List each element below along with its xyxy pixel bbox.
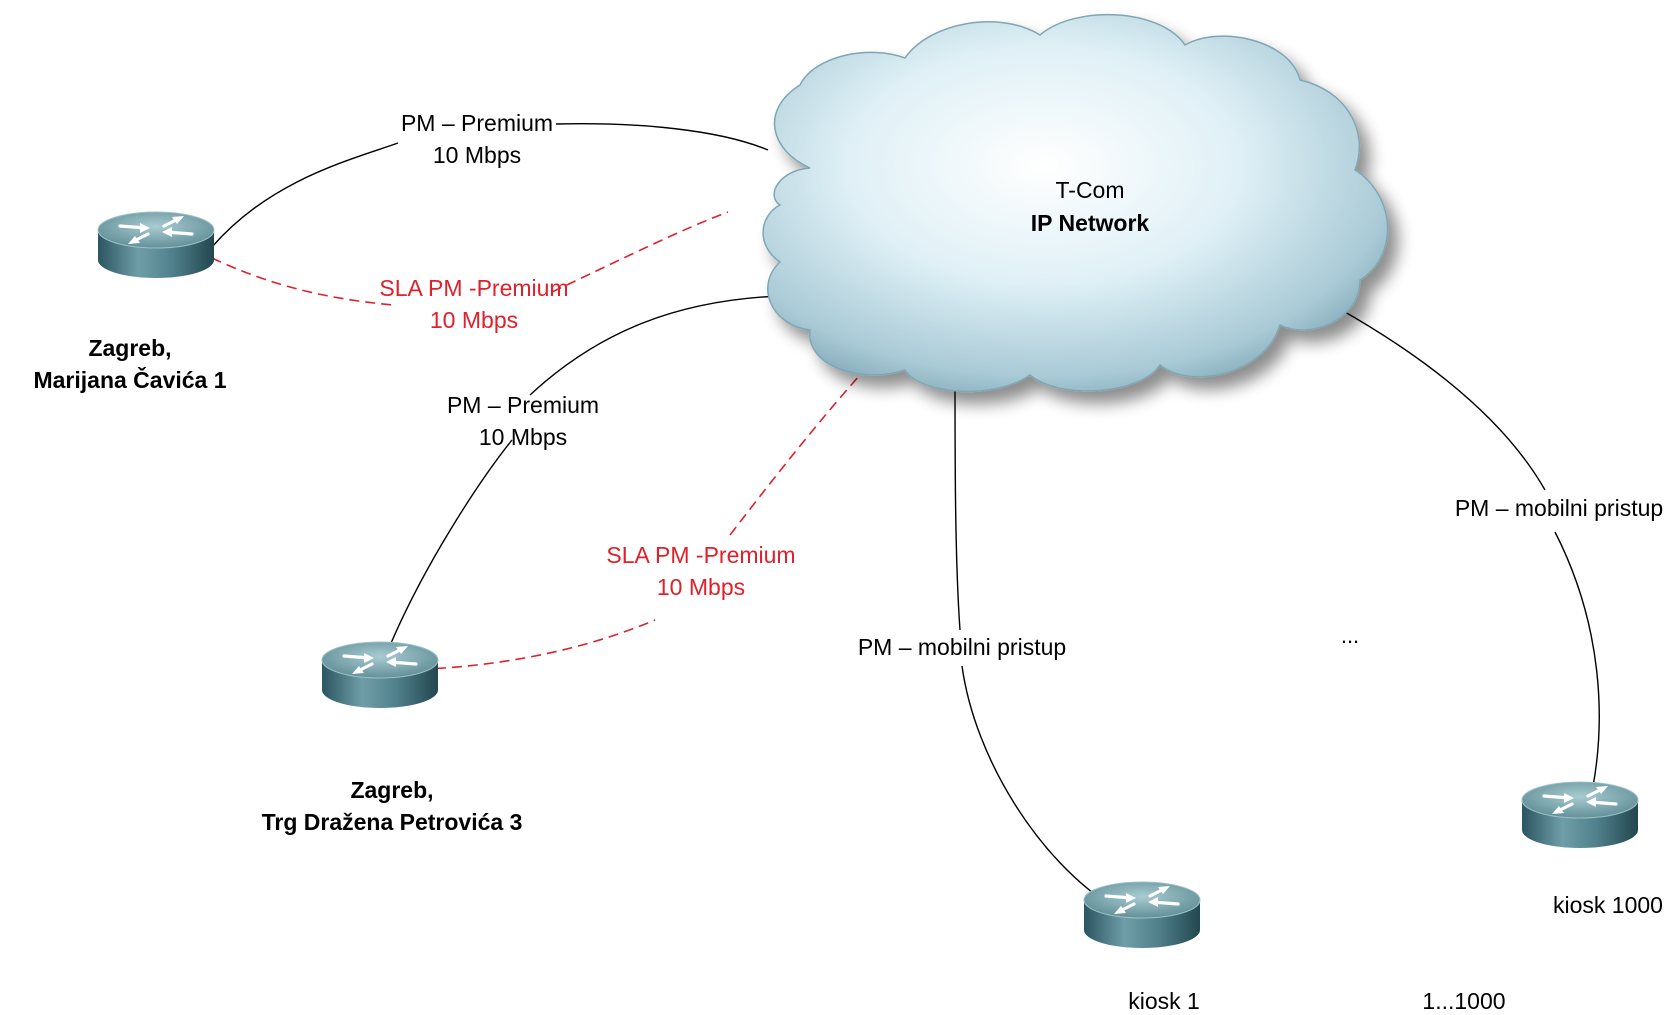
link-premium-site2 <box>383 295 781 661</box>
link-label-sla1-speed: 10 Mbps <box>430 307 518 333</box>
kiosk1-label: kiosk 1 <box>1128 988 1200 1014</box>
cloud-icon <box>762 13 1389 393</box>
router-icon-kiosk1000 <box>1520 780 1640 850</box>
link-label-sla2-speed: 10 Mbps <box>657 574 745 600</box>
links <box>211 123 1600 906</box>
site2-city: Zagreb, <box>350 777 433 803</box>
network-type: IP Network <box>1031 210 1150 236</box>
site2-address: Trg Dražena Petrovića 3 <box>262 809 523 835</box>
link-label-premium2-speed: 10 Mbps <box>479 424 567 450</box>
router-icon-site2 <box>320 640 440 710</box>
link-label-mobile-kiosk1: PM – mobilni pristup <box>858 634 1066 660</box>
site1-address: Marijana Čavića 1 <box>33 366 226 393</box>
router-icon-site1 <box>96 210 216 280</box>
link-label-sla2-name: SLA PM -Premium <box>606 542 795 568</box>
kiosk-range-label: 1...1000 <box>1422 988 1505 1014</box>
link-premium-site1 <box>211 123 769 248</box>
network-name: T-Com <box>1056 177 1125 203</box>
link-mobile-kiosk1000 <box>1337 307 1600 811</box>
kiosk1000-label: kiosk 1000 <box>1553 892 1663 918</box>
site1-city: Zagreb, <box>88 335 171 361</box>
kiosk-ellipsis: ... <box>1341 623 1359 648</box>
link-label-premium2-name: PM – Premium <box>447 392 599 418</box>
router-icon-kiosk1 <box>1082 880 1202 950</box>
link-sla-site2 <box>387 374 861 671</box>
link-mobile-kiosk1 <box>954 374 1111 906</box>
link-label-premium1-name: PM – Premium <box>401 110 553 136</box>
link-label-premium1-speed: 10 Mbps <box>433 142 521 168</box>
link-label-sla1-name: SLA PM -Premium <box>379 275 568 301</box>
link-sla-site1 <box>211 211 729 306</box>
link-label-mobile-kiosk1000: PM – mobilni pristup <box>1455 495 1663 521</box>
